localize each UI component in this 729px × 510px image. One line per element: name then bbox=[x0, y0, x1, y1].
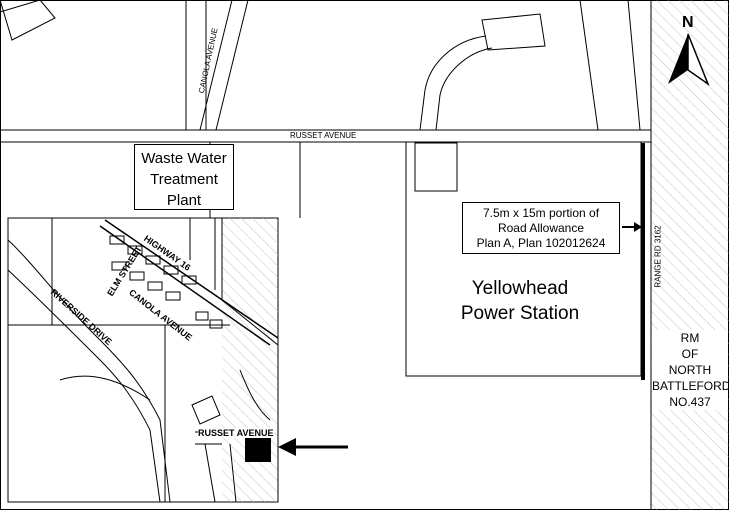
road-line bbox=[579, 0, 599, 131]
rm-label: RM OF NORTH BATTLEFORD NO.437 bbox=[652, 330, 729, 410]
rm-hatched-area bbox=[650, 0, 729, 510]
building-outline bbox=[414, 142, 458, 192]
location-arrow-head bbox=[278, 438, 296, 456]
canola-avenue-road bbox=[199, 0, 233, 131]
power-station-label: Yellowhead Power Station bbox=[460, 278, 580, 324]
parcel-top-left bbox=[0, 0, 41, 13]
canola-avenue-road bbox=[215, 0, 249, 131]
access-road bbox=[419, 35, 487, 131]
waste-water-plant-label: Waste Water Treatment Plant bbox=[134, 144, 234, 210]
north-arrow-icon bbox=[668, 33, 710, 87]
inset-russet-avenue-label: RUSSET AVENUE bbox=[198, 428, 274, 438]
compass-n-label: N bbox=[682, 14, 694, 31]
building-outline bbox=[481, 13, 546, 51]
parcel-top-left-2 bbox=[0, 0, 56, 41]
access-road bbox=[435, 47, 493, 131]
road-allowance-label: 7.5m x 15m portion of Road Allowance Pla… bbox=[462, 202, 620, 254]
road-line bbox=[627, 0, 641, 131]
allowance-arrow-head bbox=[634, 222, 642, 232]
range-road-label: RANGE RD 3162 bbox=[653, 225, 663, 288]
russet-avenue-label: RUSSET AVENUE bbox=[290, 131, 357, 140]
inset-map bbox=[7, 217, 279, 503]
